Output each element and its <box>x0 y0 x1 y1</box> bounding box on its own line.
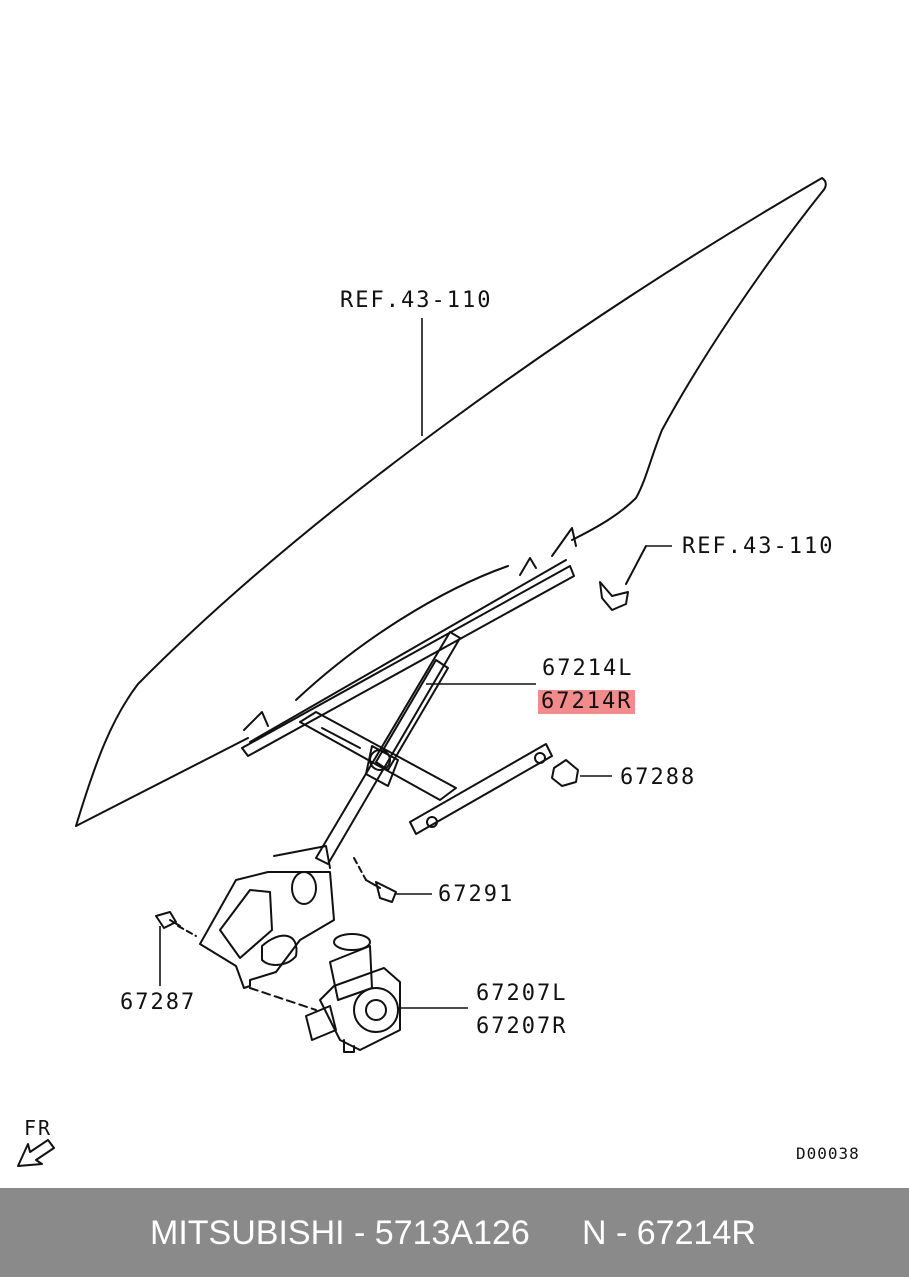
regulator-plate <box>199 871 335 989</box>
side-bracket <box>409 743 553 835</box>
clip-right <box>599 581 629 611</box>
glass-lower-edge <box>75 737 249 827</box>
label-67291: 67291 <box>438 882 515 907</box>
brand-part-number: MITSUBISHI - 5713A126 <box>150 1214 530 1252</box>
arm-main <box>315 631 461 865</box>
reference-number: N - 67214R <box>582 1214 756 1252</box>
direction-label: FR <box>24 1116 53 1140</box>
window-motor <box>329 945 373 1001</box>
glass-inner-curve <box>295 565 509 701</box>
arm-cross <box>299 711 457 801</box>
label-67207R: 67207R <box>476 1014 568 1039</box>
drawing-code: D00038 <box>796 1144 860 1163</box>
top-rail <box>241 565 575 757</box>
parts-diagram <box>17 177 827 1167</box>
label-ref-right: REF.43-110 <box>682 534 835 559</box>
bolt-67291 <box>365 879 397 903</box>
nut-67288 <box>551 759 579 787</box>
label-67207L: 67207L <box>476 981 568 1006</box>
label-67214R: 67214R <box>538 690 636 714</box>
fr-arrow-icon <box>17 1139 55 1167</box>
label-67214L: 67214L <box>542 656 634 681</box>
label-67287: 67287 <box>120 990 197 1015</box>
label-67288: 67288 <box>620 765 697 790</box>
label-ref-top: REF.43-110 <box>340 288 493 313</box>
window-glass <box>75 177 827 827</box>
bolt-67287 <box>155 911 181 929</box>
footer-bar: MITSUBISHI - 5713A126 N - 67214R <box>0 1188 909 1277</box>
